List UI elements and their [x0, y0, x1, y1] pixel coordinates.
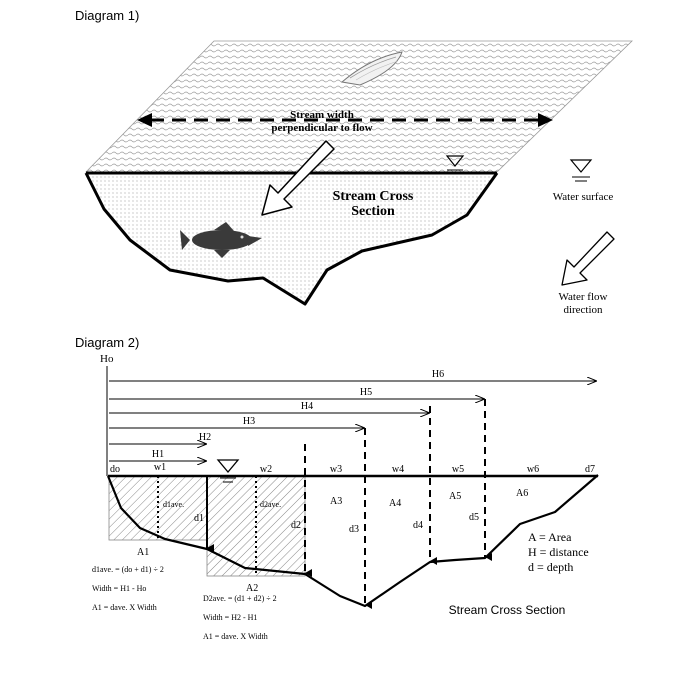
depth-label-d1: d1	[194, 513, 204, 524]
formula-right-1: D2ave. = (d1 + d2) ÷ 2	[203, 594, 277, 603]
formula-right-3: A1 = dave. X Width	[203, 632, 268, 641]
water-surface-symbol-icon	[445, 155, 465, 174]
stream-cross-section-label: Stream Cross	[333, 189, 414, 204]
width-label-w3: w3	[330, 464, 342, 475]
formula-left-3: A1 = dave. X Width	[92, 603, 157, 612]
depth-label-do: do	[110, 464, 120, 475]
stream-width-arrow	[137, 113, 553, 127]
avg-depth-label-2: d2ave.	[260, 500, 281, 509]
depth-label-d2: d2	[291, 520, 301, 531]
distance-arrows: H1 H2 H3 H4 H5 H6	[109, 369, 596, 461]
depth-lines	[157, 399, 492, 609]
cross-section-bed-outline	[84, 172, 499, 306]
distance-label-h2: H2	[199, 432, 211, 443]
avg-depth-label-1: d1ave.	[163, 500, 184, 509]
stream-bed-profile	[106, 474, 599, 608]
stream-cross-section-body	[86, 173, 497, 304]
distance-label-h6: H6	[432, 369, 444, 380]
distance-label-h4: H4	[301, 401, 313, 412]
width-label-w4: w4	[392, 464, 404, 475]
legend-distance: H = distance	[528, 545, 589, 559]
distance-label-h5: H5	[360, 387, 372, 398]
formula-right-2: Width = H2 - H1	[203, 613, 257, 622]
legend-area: A = Area	[528, 530, 572, 544]
legend-flow-arrow-icon	[561, 231, 615, 286]
formula-left-2: Width = H1 - Ho	[92, 584, 146, 593]
legend-depth: d = depth	[528, 560, 573, 574]
depth-label-d5: d5	[469, 512, 479, 523]
width-label-w1: w1	[154, 462, 166, 473]
legend-flow-label-2: direction	[563, 304, 603, 316]
diagram1-heading: Diagram 1)	[75, 8, 139, 23]
width-label-w5: w5	[452, 464, 464, 475]
boat-icon	[340, 51, 403, 86]
depth-label-d4: d4	[413, 520, 423, 531]
area-label-a6: A6	[516, 488, 528, 499]
area-label-a3: A3	[330, 496, 342, 507]
depth-label-d3: d3	[349, 524, 359, 535]
area-label-a4: A4	[389, 498, 401, 509]
stream-width-label: Stream width	[290, 109, 354, 121]
distance-label-h3: H3	[243, 416, 255, 427]
diagram2-heading: Diagram 2)	[75, 335, 139, 350]
width-label-w2: w2	[260, 464, 272, 475]
legend-water-surface-label: Water surface	[553, 191, 614, 203]
flow-arrow-icon	[261, 140, 335, 216]
stream-width-label-2: perpendicular to flow	[271, 122, 372, 134]
legend-water-surface-icon	[569, 159, 593, 182]
stream-cross-section-caption: Stream Cross Section	[449, 603, 566, 617]
fish-icon	[180, 222, 262, 258]
area-label-a2: A2	[246, 583, 258, 594]
formula-left-1: d1ave. = (do + d1) ÷ 2	[92, 565, 164, 574]
width-label-w6: w6	[527, 464, 539, 475]
water-surface-marker-icon	[216, 459, 240, 483]
depth-label-d7: d7	[585, 464, 595, 475]
area-label-a5: A5	[449, 491, 461, 502]
water-surface-plane	[85, 40, 633, 173]
legend-flow-label: Water flow	[559, 291, 608, 303]
origin-label-ho: Ho	[100, 353, 114, 365]
distance-label-h1: H1	[152, 449, 164, 460]
stream-cross-section-label-2: Section	[351, 204, 395, 219]
area-label-a1: A1	[137, 547, 149, 558]
